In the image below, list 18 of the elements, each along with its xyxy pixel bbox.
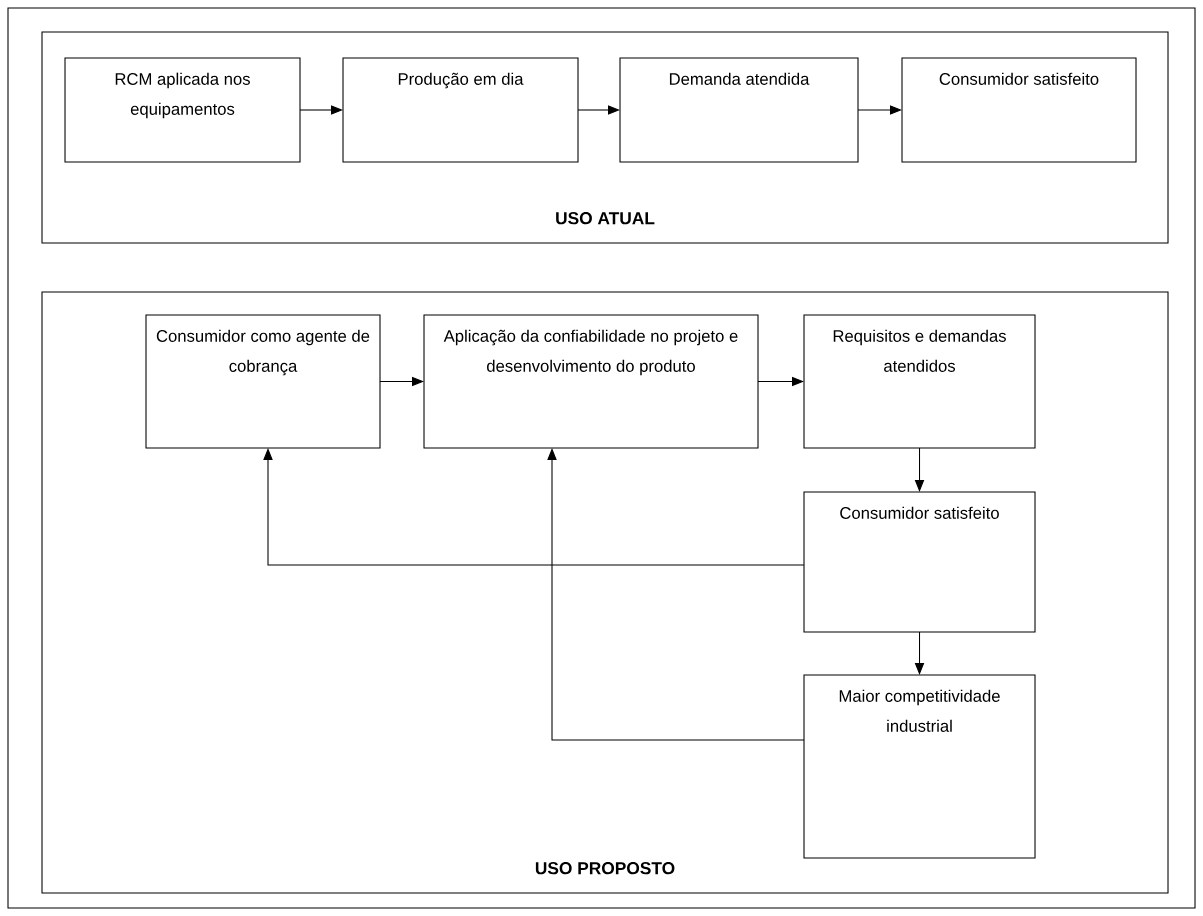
arrow — [914, 447, 925, 492]
arrow — [547, 448, 805, 741]
arrow — [857, 105, 902, 115]
process-box: Maior competitividade industrial — [803, 674, 1036, 859]
arrow — [757, 376, 804, 387]
arrow — [263, 448, 805, 566]
process-box: Consumidor satisfeito — [901, 57, 1137, 163]
process-box: RCM aplicada nos equipamentos — [64, 57, 301, 163]
arrow — [577, 105, 620, 115]
process-box: Consumidor como agente de cobrança — [145, 314, 381, 449]
process-box: Consumidor satisfeito — [803, 491, 1036, 633]
process-box: Requisitos e demandas atendidos — [803, 314, 1036, 449]
process-box: Produção em dia — [342, 57, 579, 163]
arrow — [914, 631, 925, 675]
arrow — [299, 105, 343, 115]
process-box: Aplicação da confiabilidade no projeto e desenvolvimento do produto — [423, 314, 759, 449]
process-box: Demanda atendida — [619, 57, 859, 163]
arrow — [379, 376, 424, 387]
